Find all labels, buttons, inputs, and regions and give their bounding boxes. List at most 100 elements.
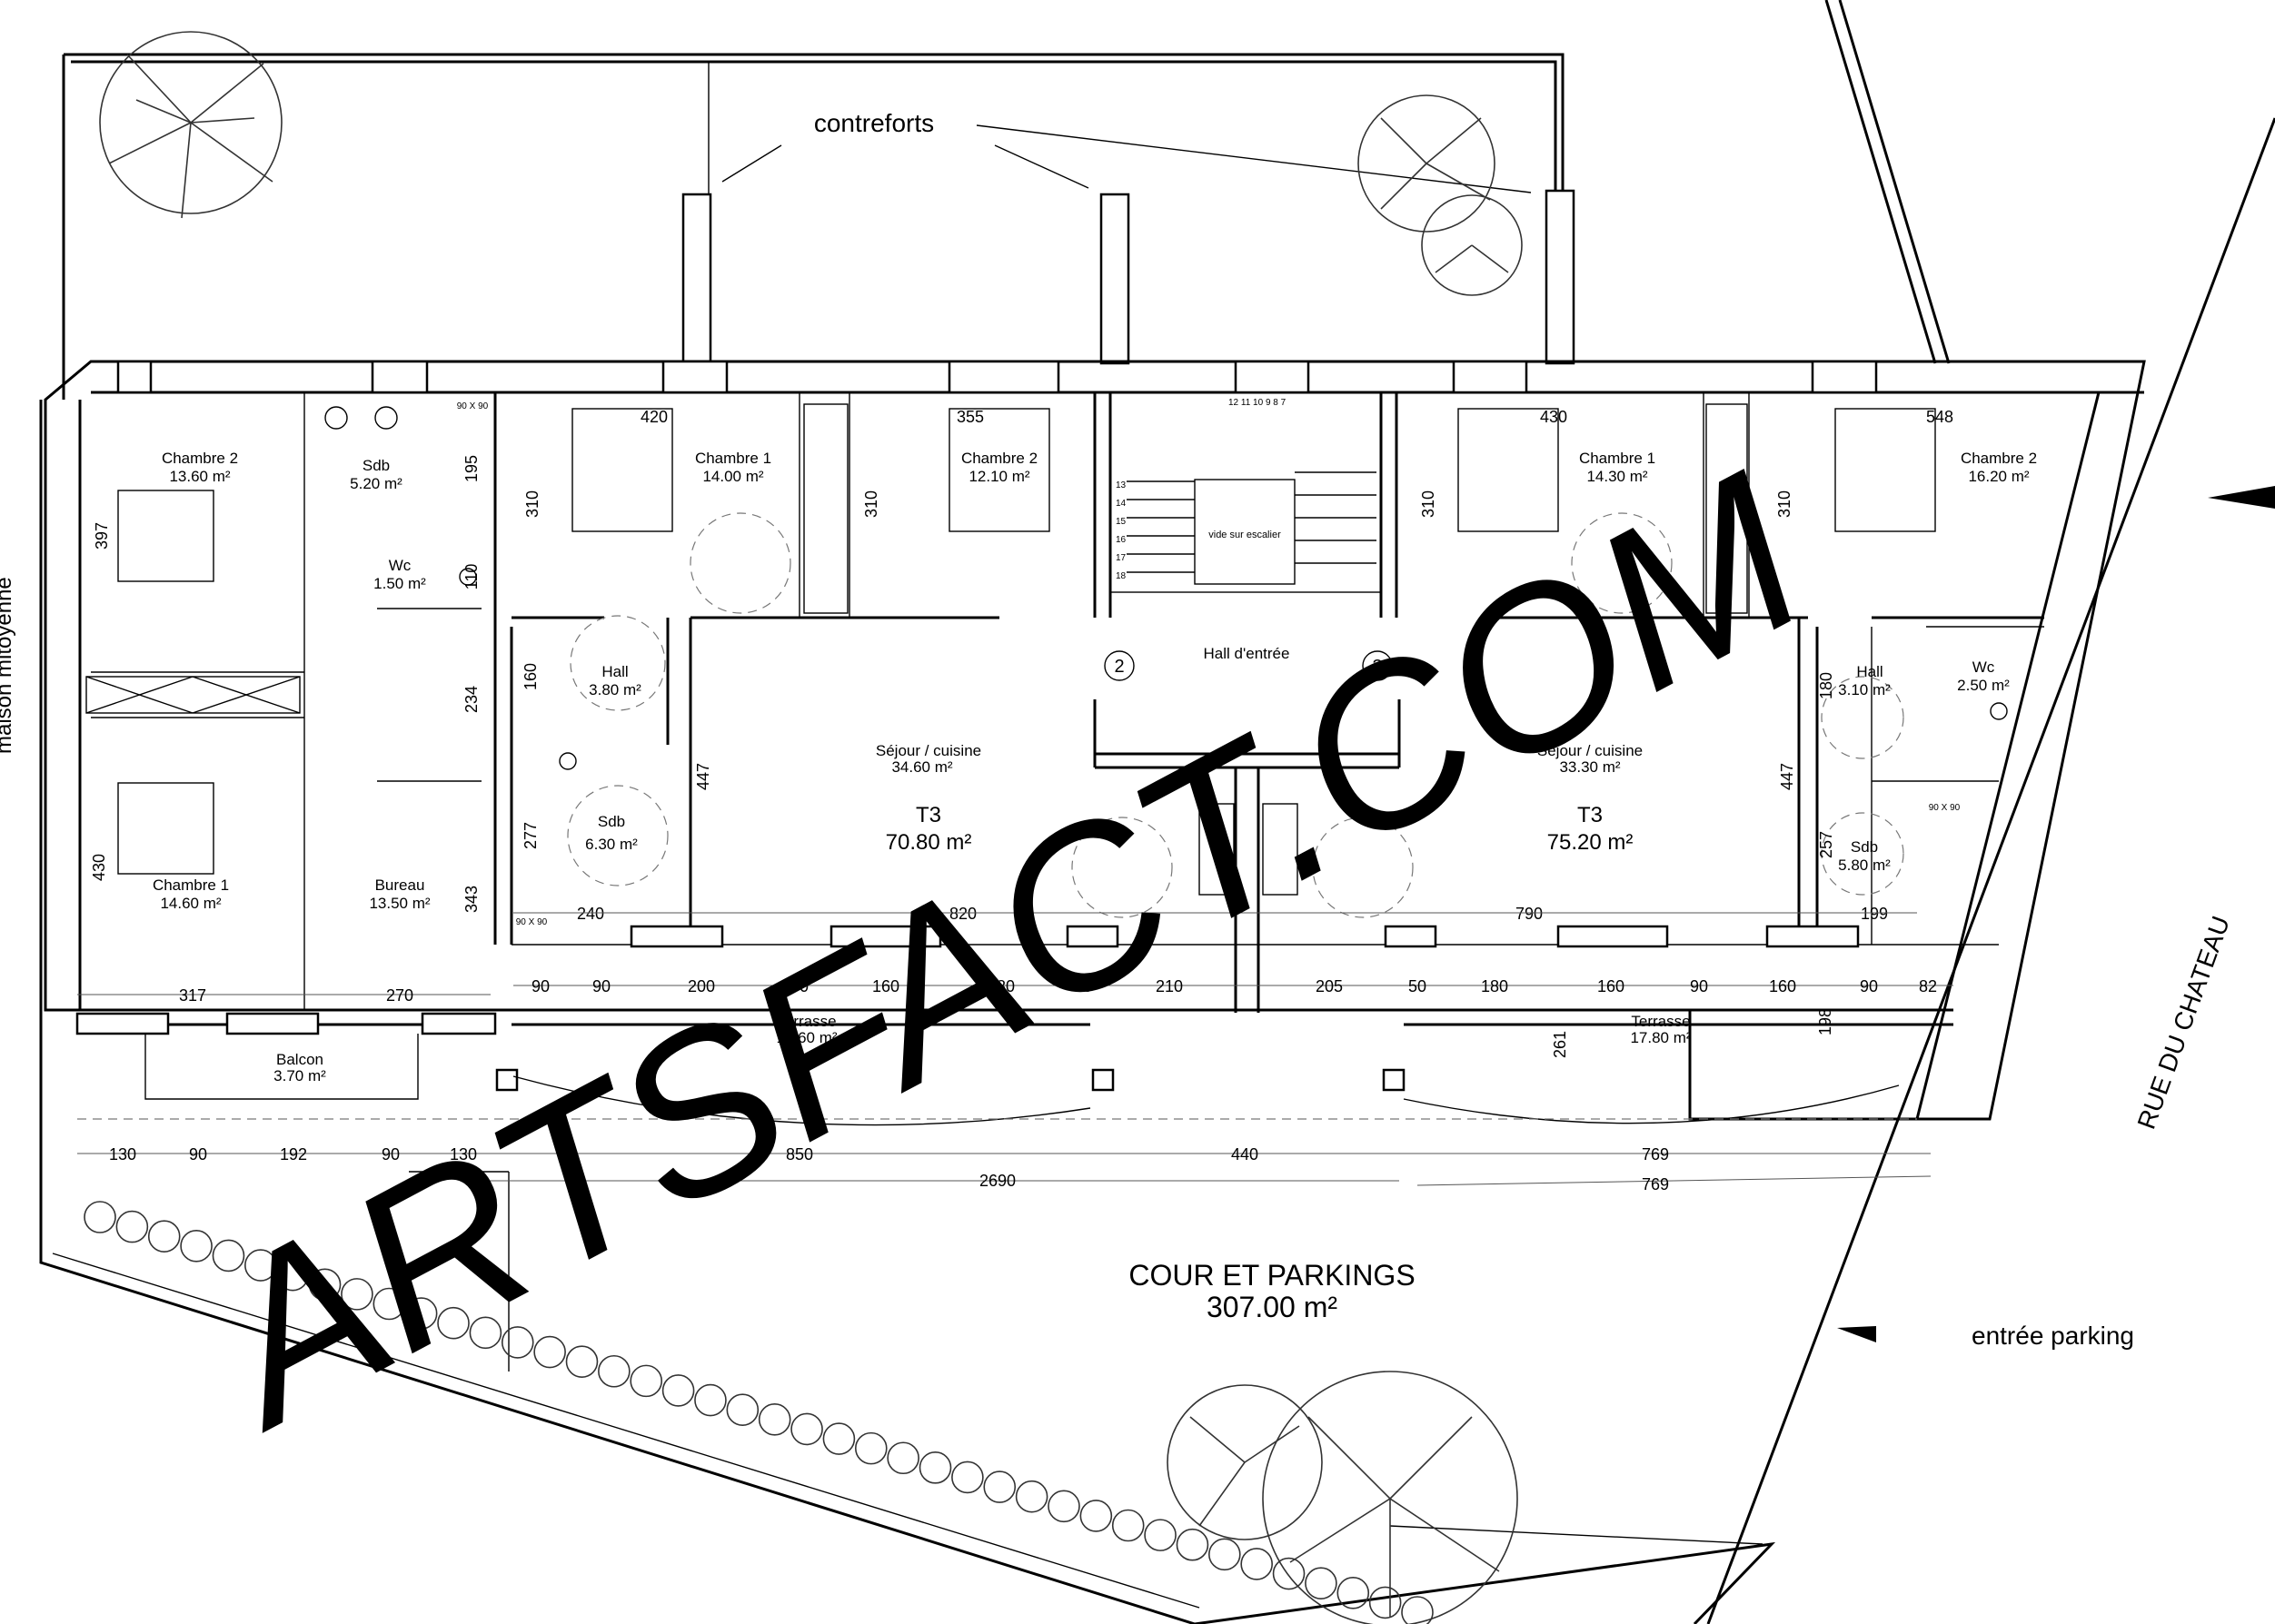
stair-marker-3-label: 3 — [1372, 657, 1382, 677]
room-t3a-hall-name: Hall — [601, 663, 628, 680]
dim-v-110: 110 — [462, 564, 481, 590]
furniture — [85, 403, 2008, 918]
dim-v-310a: 310 — [523, 490, 541, 518]
dim-h-317: 317 — [179, 986, 206, 1005]
dim-r1-160a: 160 — [872, 977, 899, 995]
hedge-shrub — [1111, 1509, 1145, 1542]
t3a-total-area: 70.80 m² — [886, 830, 972, 855]
street-name: RUE DU CHATEAU — [2132, 912, 2236, 1133]
dim-b-769b: 769 — [1642, 1175, 1669, 1193]
dim-v-257: 257 — [1817, 831, 1835, 858]
room-labels: Chambre 2 13.60 m² Sdb 5.20 m² Wc 1.50 m… — [153, 450, 2037, 1084]
hedge-shrub — [1048, 1490, 1080, 1523]
dim-v-430: 430 — [90, 854, 108, 881]
room-t3b-chambre2-name: Chambre 2 — [1961, 450, 2037, 467]
t3b-type: T3 — [1577, 803, 1603, 827]
stair-step-18: 18 — [1116, 571, 1127, 581]
dim-v-180: 180 — [1817, 672, 1835, 699]
t3b-terrasse-area: 17.80 m² — [1630, 1029, 1691, 1046]
room-t3a-sejour-area: 34.60 m² — [891, 758, 952, 776]
hedge-shrub — [1015, 1480, 1048, 1513]
hedge-shrub — [565, 1345, 599, 1378]
dim-top-420: 420 — [641, 408, 668, 426]
room-t3b-sejour-name: Séjour / cuisine — [1537, 742, 1643, 759]
t3b-terrasse-name: Terrasse — [1631, 1013, 1690, 1030]
hedge-shrub — [1240, 1548, 1273, 1580]
tree-top-left — [99, 31, 283, 219]
dim-v-277: 277 — [522, 822, 540, 849]
north-arrow-icon — [2208, 486, 2275, 509]
dim-v-343: 343 — [462, 886, 481, 913]
buttress-3 — [1545, 189, 1575, 365]
hedge-shrub — [1272, 1557, 1306, 1590]
hedge-shrub — [308, 1268, 342, 1302]
dim-r1-50b: 50 — [1408, 977, 1426, 995]
hedge-shrub — [1336, 1576, 1370, 1609]
dim-r1-210: 210 — [1156, 977, 1183, 995]
dim-b-90a: 90 — [189, 1145, 207, 1164]
hedge-shrub — [726, 1393, 760, 1426]
room-t3b-sdb-area: 5.80 m² — [1838, 857, 1891, 874]
dim-b-440: 440 — [1231, 1145, 1258, 1164]
room-left-balcon-area: 3.70 m² — [273, 1067, 326, 1084]
dim-b-130b: 130 — [450, 1145, 477, 1164]
court-name: COUR ET PARKINGS — [1128, 1259, 1415, 1292]
dim-v-397: 397 — [93, 522, 111, 550]
stair-step-17: 17 — [1116, 553, 1127, 563]
hedge-shrub — [404, 1297, 438, 1330]
hedge-shrub — [501, 1326, 534, 1359]
dim-b-850: 850 — [786, 1145, 813, 1164]
hedge-shrub — [854, 1431, 888, 1465]
room-left-sdb-name: Sdb — [363, 457, 390, 474]
vide-escalier-label: vide sur escalier — [1208, 530, 1281, 540]
dim-r1-90d: 90 — [1690, 977, 1708, 995]
dim-r1-90b: 90 — [592, 977, 611, 995]
hedge-shrub — [1079, 1500, 1113, 1532]
dim-b-130a: 130 — [109, 1145, 136, 1164]
neighbour-label: maison mitoyenne — [0, 577, 16, 754]
dim-r1-200: 200 — [688, 977, 715, 995]
hedge-shrub — [1208, 1538, 1241, 1571]
hedge-shrub — [822, 1422, 856, 1455]
buttress-1 — [681, 193, 712, 365]
room-t3b-sejour-area: 33.30 m² — [1559, 758, 1620, 776]
room-t3b-wc-name: Wc — [1972, 659, 1995, 676]
hedge-shrub — [661, 1374, 695, 1407]
room-t3b-chambre1-name: Chambre 1 — [1579, 450, 1655, 467]
hedge-shrub — [115, 1210, 149, 1243]
dim-90x90-b: 90 X 90 — [516, 917, 548, 927]
hedge-shrub — [1368, 1586, 1402, 1619]
hedge-shrub — [598, 1354, 631, 1388]
stair-step-16: 16 — [1116, 535, 1127, 545]
t3a-terrasse-name: Terrasse — [777, 1013, 836, 1030]
room-t3b-chambre1-area: 14.30 m² — [1586, 468, 1647, 485]
room-left-wc-name: Wc — [389, 557, 412, 574]
room-t3a-chambre2-area: 12.10 m² — [969, 468, 1029, 485]
tree-bottom — [1167, 1371, 1518, 1624]
dim-h-240: 240 — [577, 905, 604, 923]
dim-h-820: 820 — [949, 905, 977, 923]
room-t3b-chambre2-area: 16.20 m² — [1968, 468, 2029, 485]
dim-top-430: 430 — [1540, 408, 1567, 426]
room-t3b-sdb-name: Sdb — [1851, 838, 1878, 856]
stair-step-15: 15 — [1116, 517, 1127, 527]
dim-h-199: 199 — [1861, 905, 1888, 923]
dim-v-234: 234 — [462, 686, 481, 713]
dim-r1-160b: 160 — [1597, 977, 1624, 995]
hedge-shrub — [630, 1364, 663, 1398]
dim-v-310c: 310 — [1419, 490, 1437, 518]
hedge-shrub — [147, 1220, 181, 1253]
dim-v-160: 160 — [522, 663, 540, 690]
hedge-shrub — [212, 1239, 245, 1272]
hedge-row — [84, 1201, 1434, 1624]
parking-entry-arrow — [1837, 1326, 1876, 1342]
hedge-shrub — [469, 1316, 502, 1350]
room-left-chambre2-area: 13.60 m² — [169, 468, 230, 485]
dim-b-90b: 90 — [382, 1145, 400, 1164]
dim-r1-205: 205 — [1316, 977, 1343, 995]
room-left-bureau-area: 13.50 m² — [369, 895, 430, 912]
dimensions: 420 355 430 548 397 195 110 234 430 343 … — [77, 401, 1961, 1193]
room-t3b-hall-name: Hall — [1856, 663, 1883, 680]
room-left-balcon-name: Balcon — [276, 1051, 323, 1068]
